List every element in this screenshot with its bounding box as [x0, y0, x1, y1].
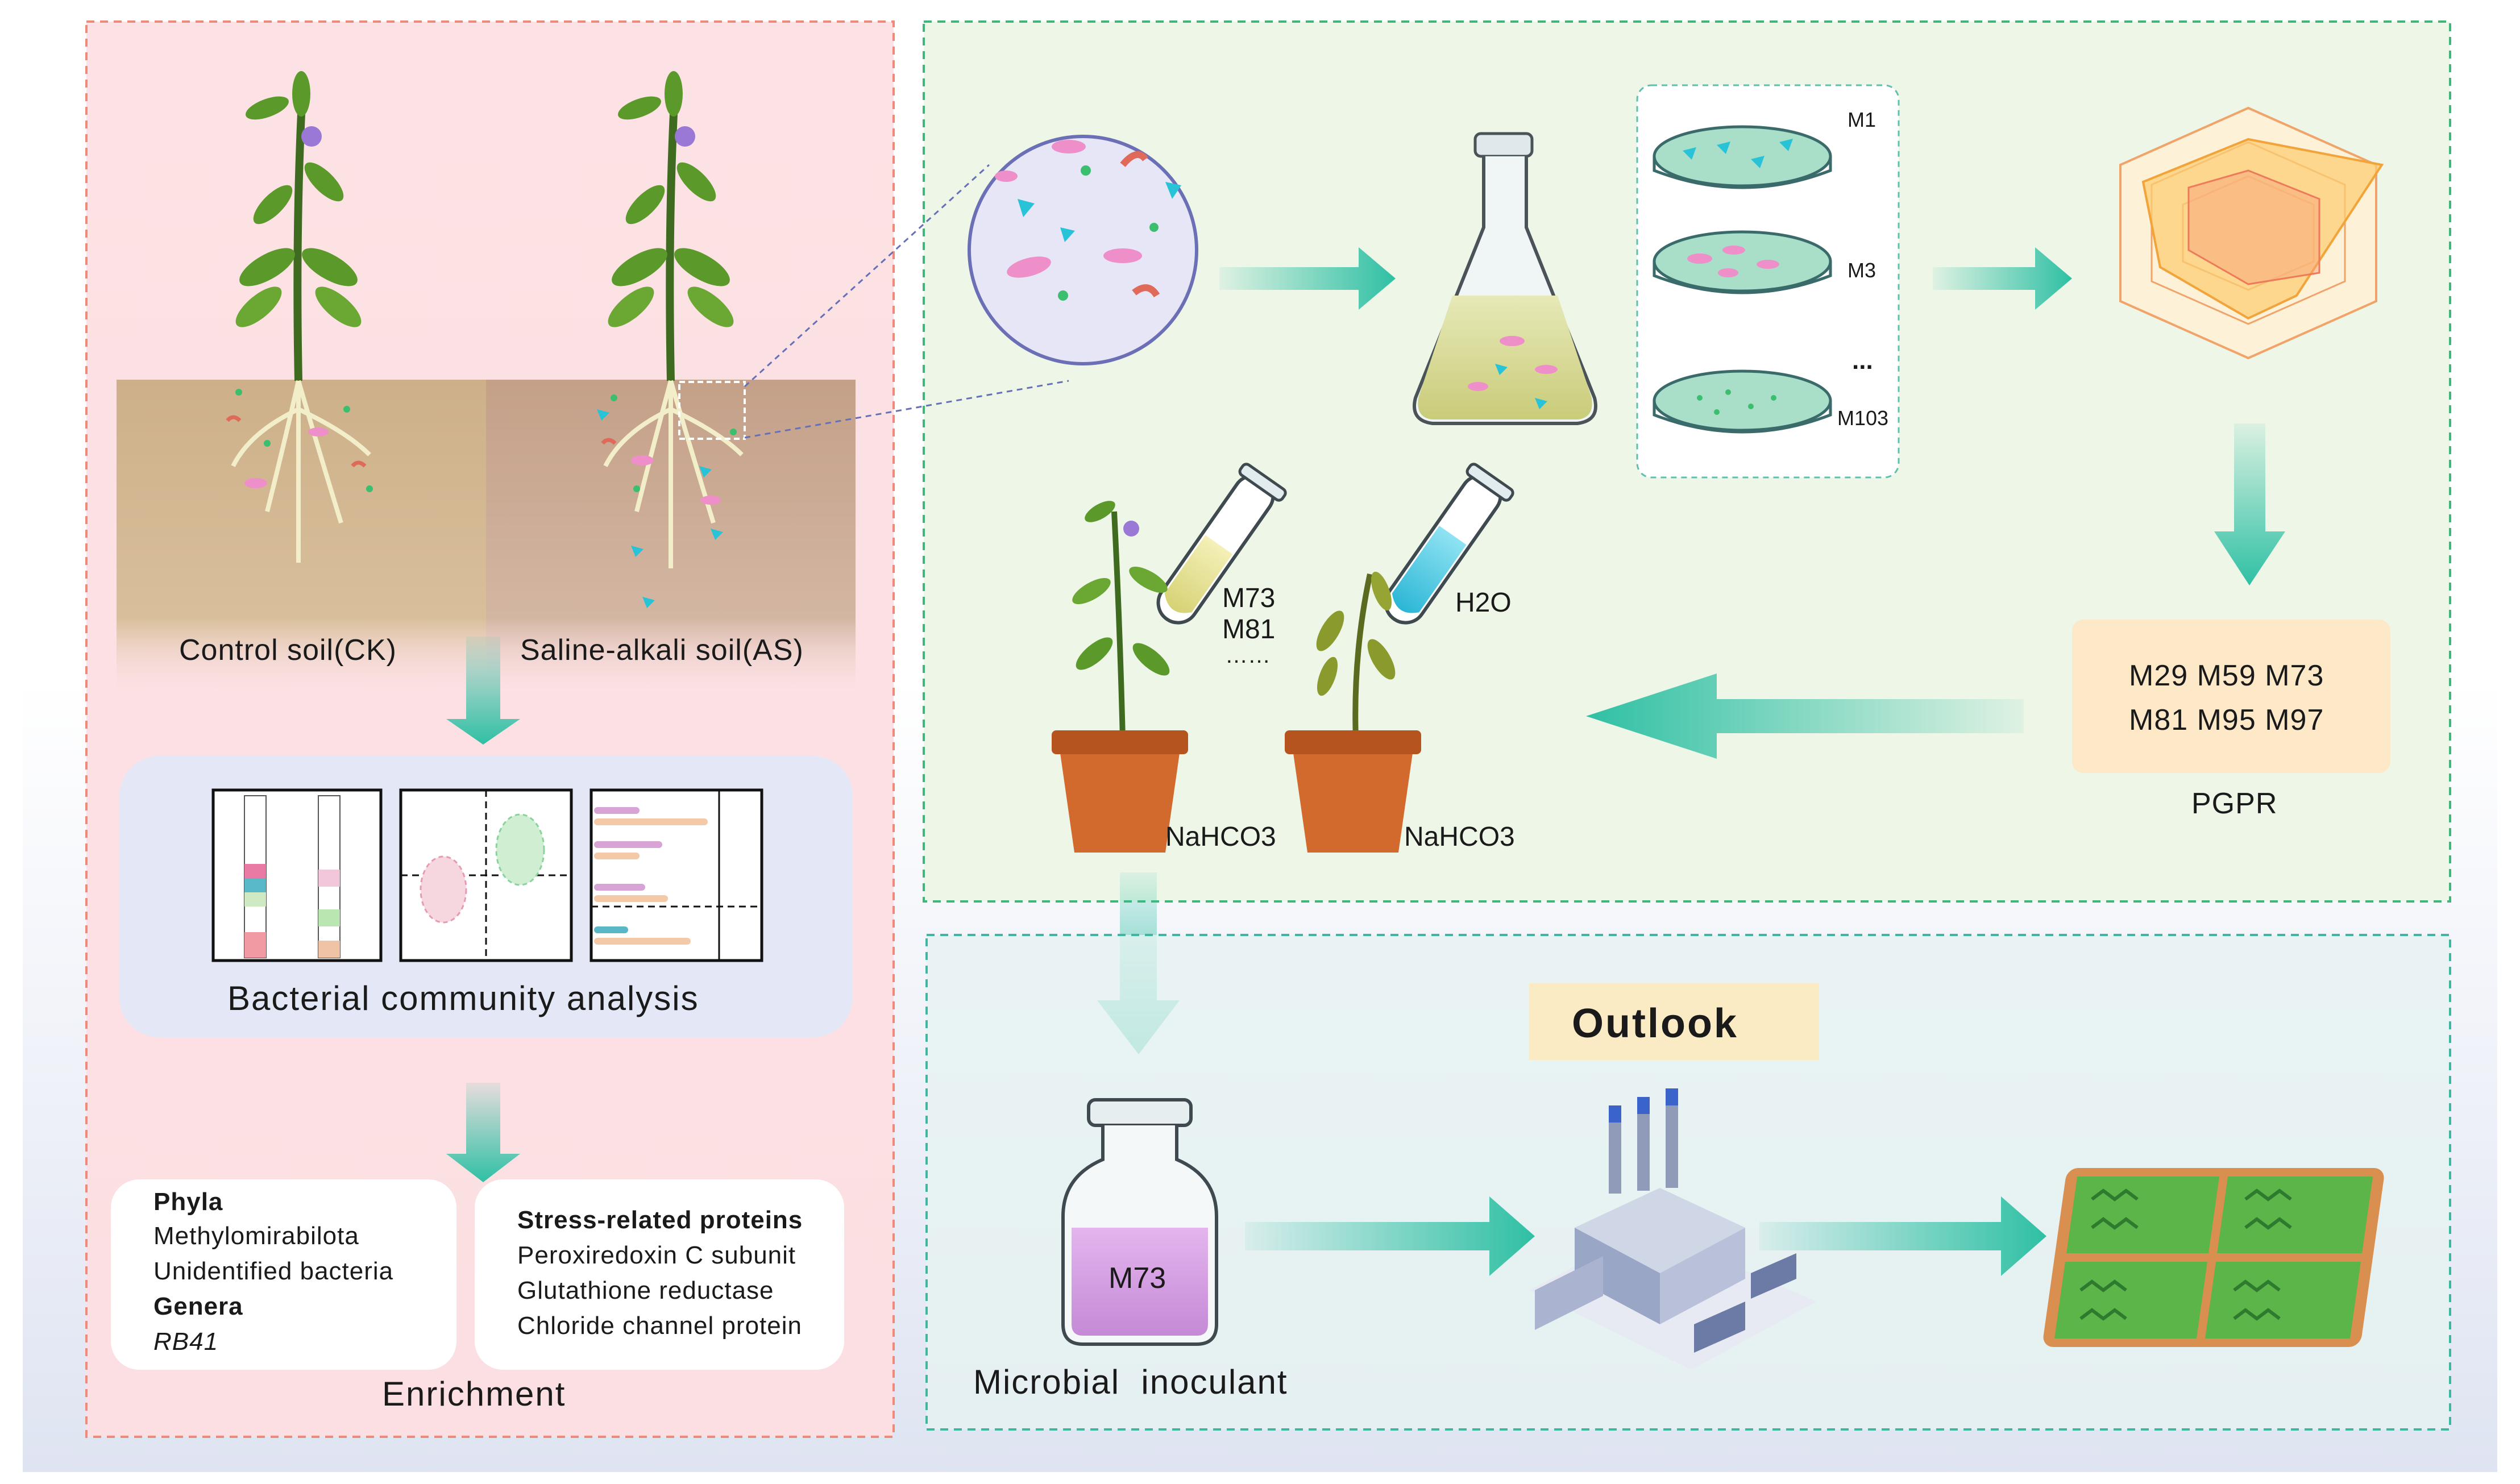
pgpr-strains-line: M81 M95 M97: [2129, 704, 2324, 737]
inoculant-label: M73: [1109, 1262, 1166, 1295]
treatment-strain: ……: [1225, 643, 1271, 668]
control-soil-block: [117, 380, 486, 698]
stacked-bar-icon: [211, 788, 383, 962]
community-analysis-label: Bacterial community analysis: [227, 979, 699, 1017]
outlook-tag: [1529, 983, 1819, 1060]
arrow-to-pgpr: [2214, 423, 2285, 585]
water-test-tube: [1384, 463, 1514, 625]
pgpr-strain-box: [2072, 620, 2390, 773]
genera-item: RB41: [153, 1328, 219, 1356]
treatment-strain: M81: [1222, 614, 1276, 645]
arrow-to-radar: [1933, 247, 2072, 310]
arrow-to-farmland: [1759, 1196, 2046, 1276]
proteins-box: [475, 1179, 844, 1370]
pgpr-strains-line: M29 M59 M73: [2129, 659, 2324, 692]
factory-icon: [1529, 1088, 1816, 1370]
plate-label: ...: [1852, 347, 1873, 375]
pcoa-plot-icon: [399, 788, 573, 962]
culture-flask: [1413, 132, 1597, 425]
protein-item: Glutathione reductase: [517, 1277, 774, 1304]
inoculated-plant-pot: [1052, 501, 1188, 853]
outlook-title: Outlook: [1572, 1001, 1738, 1046]
phyla-box: [111, 1179, 456, 1370]
phyla-heading: Phyla: [153, 1188, 223, 1216]
farmland-icon: [2043, 1168, 2384, 1347]
soil-microbes: [226, 389, 737, 608]
plate-label: M1: [1848, 108, 1876, 131]
phyla-item: Methylomirabilota: [153, 1222, 359, 1250]
saline-plant: [603, 71, 746, 568]
lefse-bar-icon: [589, 788, 763, 962]
arrow-to-enrichment: [446, 1083, 520, 1182]
plate-label: M103: [1837, 406, 1889, 430]
control-soil-label: Control soil(CK): [179, 634, 397, 667]
control-plant: [231, 71, 371, 563]
microbial-inoculant-label: Microbial inoculant: [973, 1363, 1288, 1401]
protein-item: Peroxiredoxin C subunit: [517, 1241, 796, 1269]
inoculant-jar: [1061, 1098, 1218, 1346]
phyla-item: Unidentified bacteria: [153, 1257, 394, 1285]
pgpr-label: PGPR: [2191, 787, 2278, 820]
arrow-to-community-analysis: [446, 637, 520, 745]
plate-label: M3: [1848, 259, 1876, 282]
isolation-panel: [744, 20, 2451, 903]
outlook-panel: [925, 934, 2451, 1431]
treatment-strain: M73: [1222, 583, 1276, 613]
petri-plates: [1653, 125, 1832, 434]
enrichment-label: Enrichment: [382, 1375, 566, 1413]
radar-chart-icon: [2119, 106, 2384, 360]
pot-label: NaHCO3: [1404, 822, 1515, 852]
control-plant-pot: [1285, 571, 1421, 853]
microbe-zoom-circle: [968, 135, 1198, 365]
proteins-heading: Stress-related proteins: [517, 1206, 803, 1234]
arrow-to-flask: [1219, 247, 1396, 310]
left-panel: [85, 20, 895, 1438]
pot-label: NaHCO3: [1165, 822, 1276, 852]
arrow-to-pot-experiment: [1586, 674, 2024, 759]
genera-heading: Genera: [153, 1292, 243, 1320]
arrow-to-factory: [1245, 1196, 1535, 1276]
saline-soil-label: Saline-alkali soil(AS): [520, 634, 804, 667]
protein-item: Chloride channel protein: [517, 1312, 802, 1340]
strain-test-tube: [1156, 463, 1287, 625]
water-label: H2O: [1455, 588, 1512, 618]
